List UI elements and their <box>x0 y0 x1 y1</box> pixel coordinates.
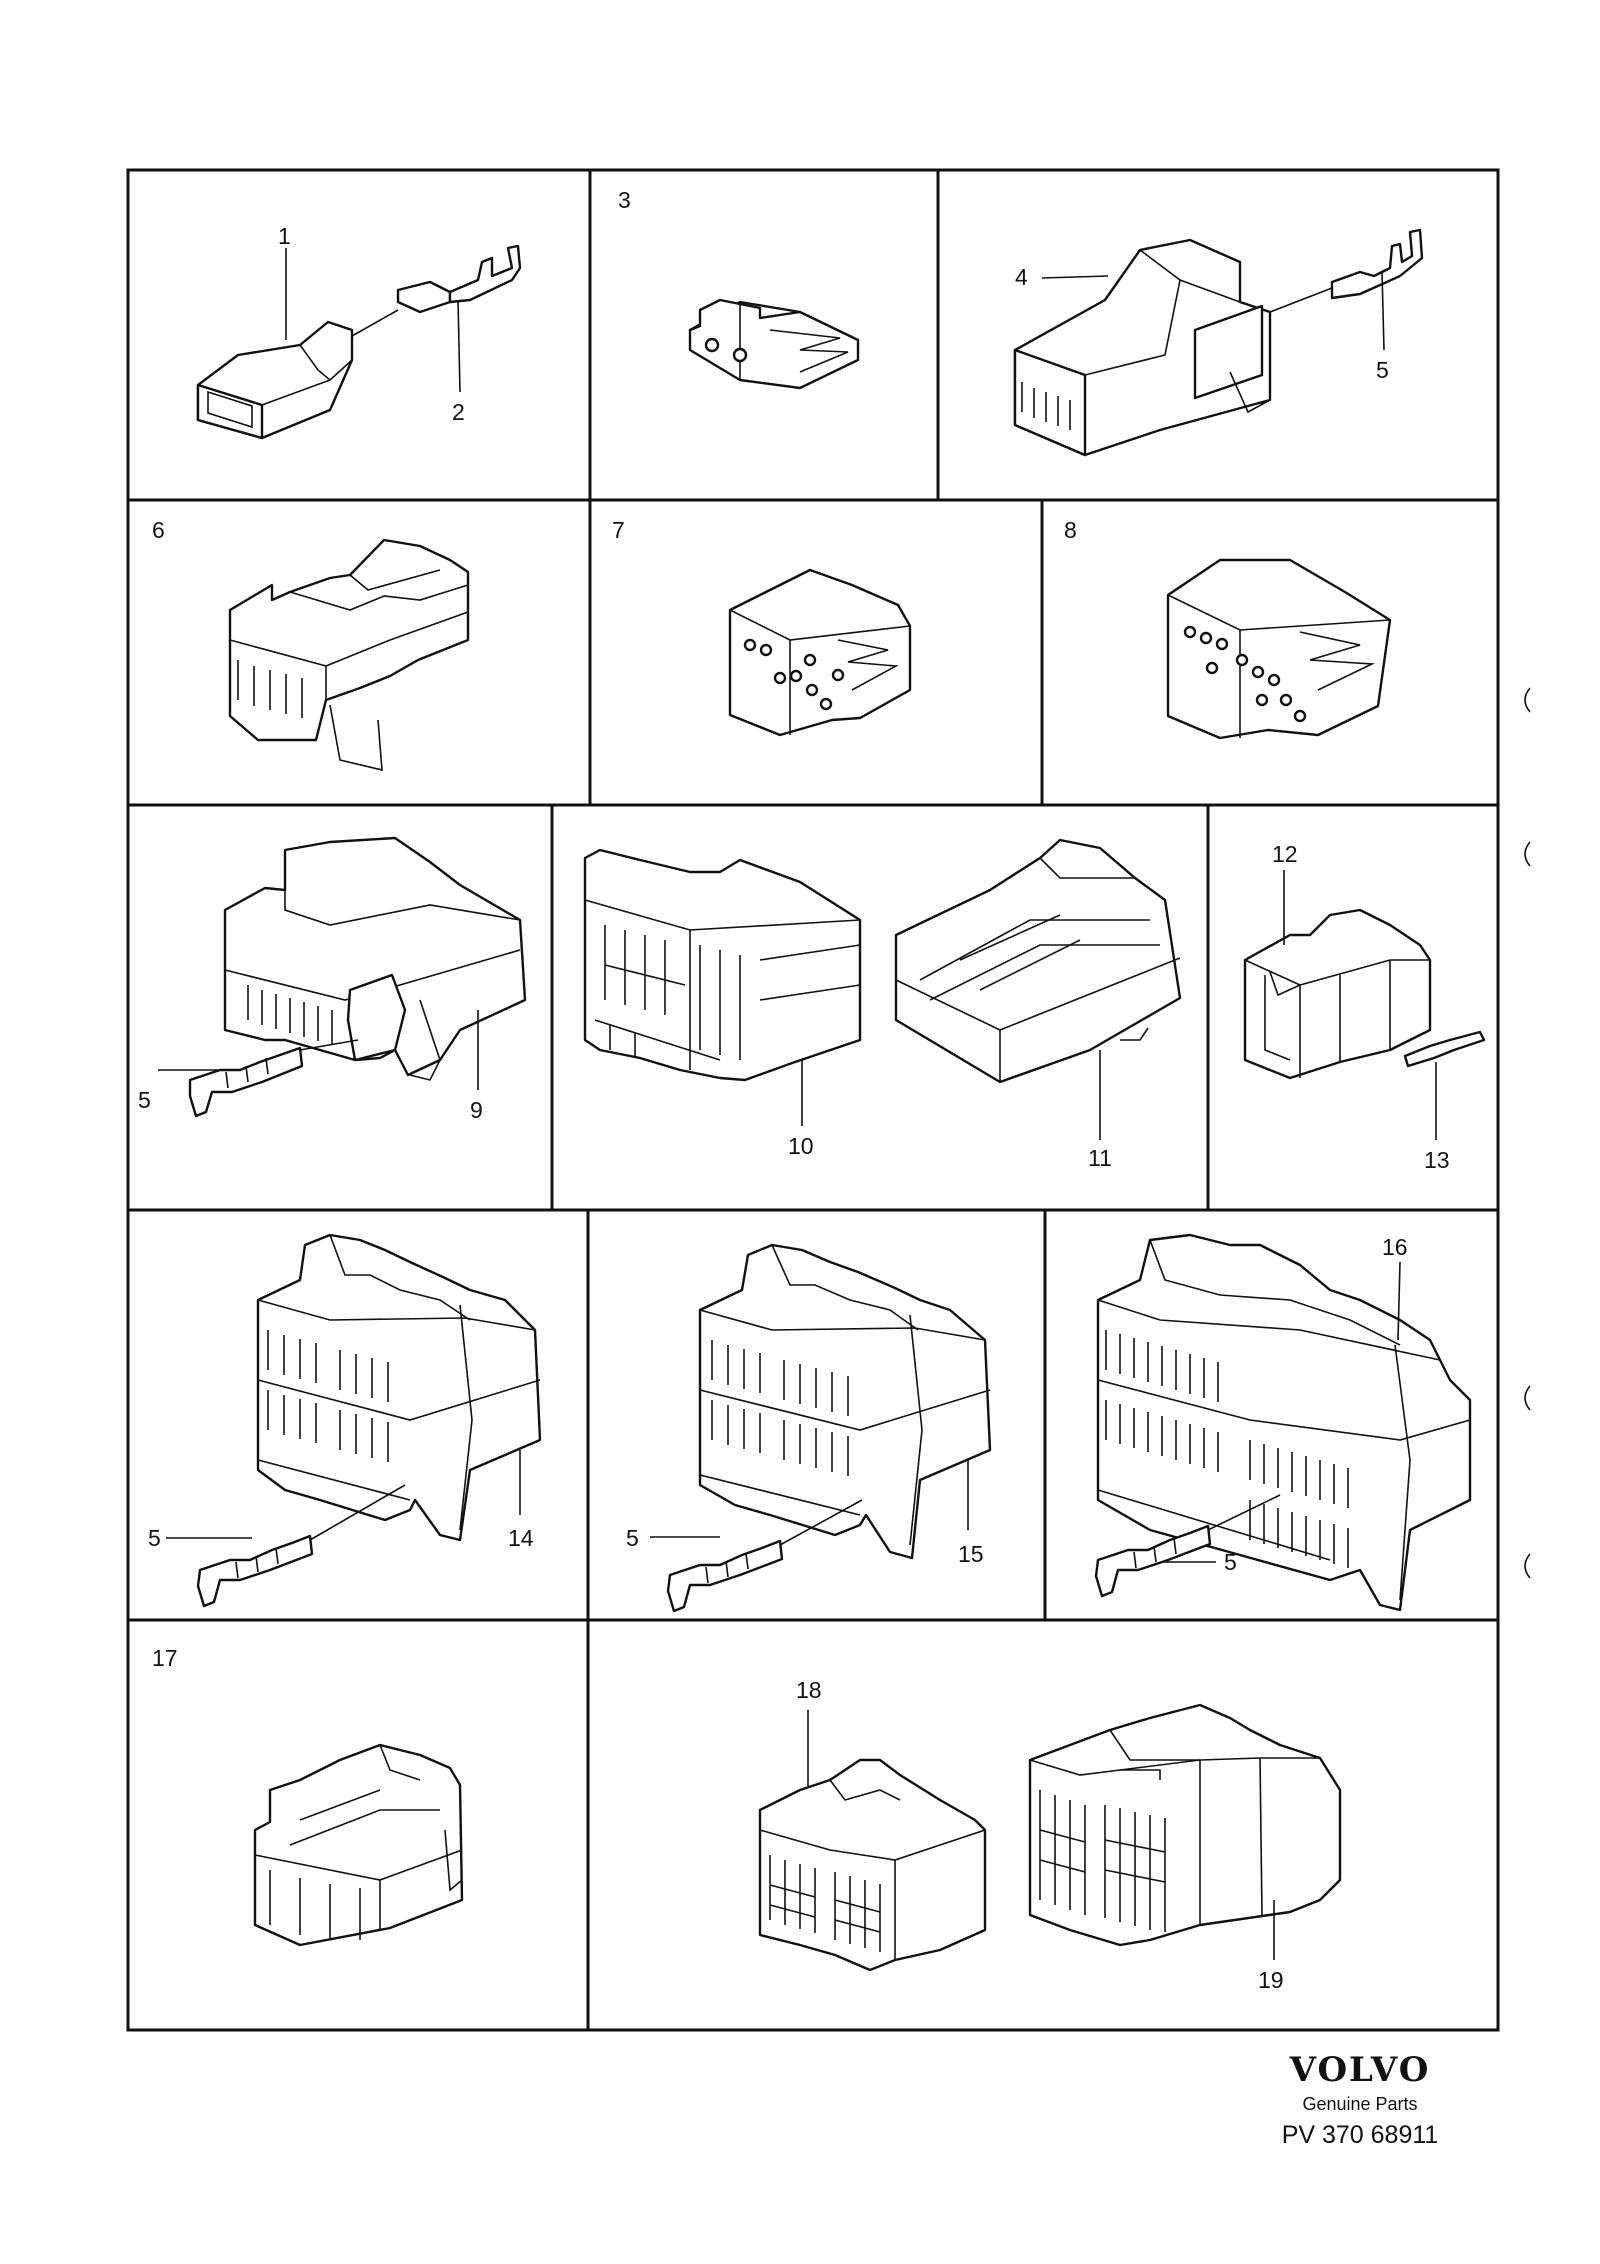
part-number-6: 6 <box>152 517 165 543</box>
part-number-9: 9 <box>470 1097 483 1123</box>
part-number-1: 1 <box>278 223 291 249</box>
part-number-19: 19 <box>1258 1967 1284 1993</box>
leader-5a <box>1381 271 1385 351</box>
part-5-terminal-b <box>188 1046 304 1118</box>
part-14-connector <box>256 1233 542 1542</box>
part-number-18: 18 <box>796 1677 822 1703</box>
part-number-16: 16 <box>1382 1234 1408 1260</box>
part-number-5b: 5 <box>138 1087 151 1113</box>
part-5-terminal-e <box>1094 1524 1212 1598</box>
part-5-terminal-d <box>666 1539 784 1613</box>
leader-5e-part <box>1207 1494 1281 1531</box>
footer: VOLVO Genuine Parts PV 370 68911 <box>1250 2050 1470 2150</box>
part-2-terminal <box>351 244 522 337</box>
part-number-5a: 5 <box>1376 357 1389 383</box>
part-number-12: 12 <box>1272 841 1298 867</box>
part-number-5e: 5 <box>1224 1549 1237 1575</box>
part-18-connector <box>758 1758 987 1972</box>
part-12-connector <box>1243 908 1432 1080</box>
part-16-connector <box>1096 1233 1472 1612</box>
part-10-connector <box>583 848 862 1082</box>
part-13-terminal <box>1403 1030 1486 1068</box>
part-number-15: 15 <box>958 1541 984 1567</box>
part-number-5c: 5 <box>148 1525 161 1551</box>
leader-5c-part <box>309 1484 406 1541</box>
part-17-connector <box>253 1743 464 1947</box>
part-9-connector <box>223 836 527 1081</box>
part-number-10: 10 <box>788 1133 814 1159</box>
part-number-13: 13 <box>1424 1147 1450 1173</box>
part-number-8: 8 <box>1064 517 1077 543</box>
leader-2 <box>457 299 461 393</box>
part-number-17: 17 <box>152 1645 178 1671</box>
part-6-connector <box>228 538 470 772</box>
part-4-connector-housing <box>1013 238 1333 457</box>
margin-marks <box>1524 687 1531 1579</box>
part-5-terminal <box>1330 228 1424 300</box>
part-number-4: 4 <box>1015 264 1028 290</box>
diagram-grid <box>126 168 1500 2032</box>
brand-logo: VOLVO <box>1289 2050 1431 2090</box>
part-19-connector <box>1028 1703 1342 1947</box>
part-number-5d: 5 <box>626 1525 639 1551</box>
part-8-connector <box>1166 558 1392 740</box>
part-number-2: 2 <box>452 399 465 425</box>
leader-16 <box>1397 1261 1401 1341</box>
leader-5d-part <box>779 1499 863 1546</box>
part-3-connector <box>688 298 860 390</box>
leader-5b-part <box>299 1039 359 1051</box>
part-7-connector <box>728 568 912 737</box>
leader-4 <box>1041 275 1109 279</box>
part-15-connector <box>698 1243 992 1560</box>
part-number-14: 14 <box>508 1525 534 1551</box>
part-number-11: 11 <box>1088 1145 1112 1171</box>
part-number-3: 3 <box>618 187 631 213</box>
part-11-connector <box>894 838 1182 1084</box>
part-number-7: 7 <box>612 517 625 543</box>
part-1-connector-housing <box>196 320 354 440</box>
part-5-terminal-c <box>196 1534 314 1608</box>
diagram-reference-number: PV 370 68911 <box>1281 2121 1439 2149</box>
brand-tagline: Genuine Parts <box>1302 2094 1418 2114</box>
